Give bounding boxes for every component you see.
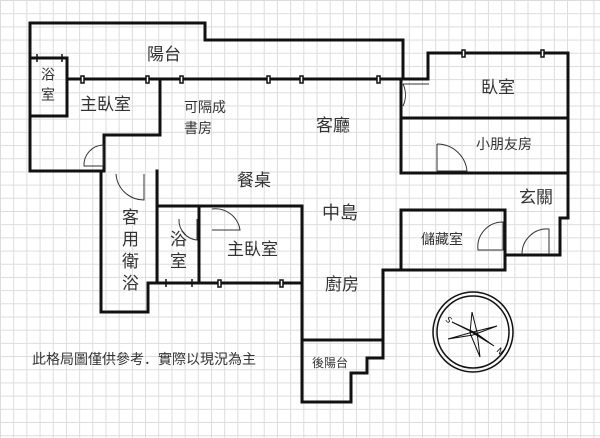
door-swing <box>436 143 468 172</box>
room-label-rear-balcony: 後陽台 <box>312 356 349 370</box>
compass-north: N <box>495 346 506 357</box>
wall <box>28 21 570 272</box>
room-label-island: 中島 <box>322 203 358 224</box>
room-label-bath-top: 浴室 <box>39 67 55 107</box>
window-mark <box>217 279 222 288</box>
door-swing <box>115 173 145 201</box>
room-label-balcony: 陽台 <box>147 45 181 65</box>
wall <box>300 338 385 404</box>
window-mark <box>80 75 85 84</box>
door-swing <box>477 221 504 251</box>
window-mark <box>266 75 271 84</box>
room-label-study-2: 書房 <box>184 121 212 137</box>
window-mark <box>279 279 284 288</box>
window-mark <box>179 75 184 84</box>
room-label-bedroom: 臥室 <box>481 78 515 98</box>
window-mark <box>299 75 304 84</box>
room-label-living: 客廳 <box>316 116 350 136</box>
room-label-study-1: 可隔成 <box>184 100 226 116</box>
window-mark <box>145 75 150 84</box>
compass-south: S <box>444 315 454 325</box>
room-label-entry: 玄關 <box>519 188 553 208</box>
wall <box>99 169 150 314</box>
room-label-storage: 儲藏室 <box>421 232 463 248</box>
room-label-dining: 餐桌 <box>237 171 271 191</box>
window-mark <box>461 49 466 58</box>
room-label-master-top: 主臥室 <box>80 95 131 115</box>
door-swing <box>521 228 550 255</box>
window-mark <box>376 75 381 84</box>
door-swing <box>211 208 241 231</box>
room-label-bath-mid: 浴室 <box>166 230 186 274</box>
door-swing <box>83 144 104 167</box>
room-label-kids: 小朋友房 <box>476 137 532 153</box>
door-swing <box>402 83 406 107</box>
room-label-guest-bath: 客用衛浴 <box>118 208 138 296</box>
wall <box>381 208 507 342</box>
disclaimer-text: 此格局圖僅供參考．實際以現況為主 <box>32 352 256 368</box>
window-mark <box>540 49 545 58</box>
door-swing <box>178 218 198 241</box>
room-label-kitchen: 廚房 <box>325 275 359 295</box>
room-label-master-mid: 主臥室 <box>227 240 278 260</box>
compass-icon: S N <box>432 291 514 373</box>
wall <box>28 56 69 118</box>
wall <box>28 77 162 173</box>
